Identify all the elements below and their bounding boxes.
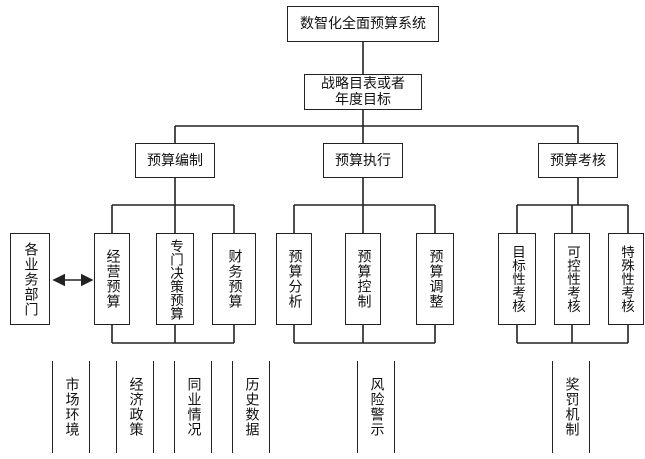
item-operating-budget: 经营预算 bbox=[94, 233, 130, 325]
item-budget-adjustment: 预算调整 bbox=[416, 233, 454, 325]
category-compile: 预算编制 bbox=[135, 143, 215, 178]
item-financial-budget: 财务预算 bbox=[212, 233, 256, 325]
input-peer-situation: 同业情况 bbox=[174, 361, 212, 453]
item-special-decision-budget: 专门决策预算 bbox=[156, 233, 194, 325]
item-special-assessment: 特殊性考核 bbox=[608, 233, 644, 325]
category-execute: 预算执行 bbox=[323, 143, 403, 178]
input-market-environment: 市场环境 bbox=[52, 361, 90, 453]
item-controllable-assessment: 可控性考核 bbox=[554, 233, 590, 325]
input-economic-policy: 经济政策 bbox=[116, 361, 154, 453]
item-objective-assessment: 目标性考核 bbox=[498, 233, 536, 325]
input-risk-warning: 风险警示 bbox=[357, 361, 395, 453]
input-reward-penalty: 奖罚机制 bbox=[552, 361, 590, 453]
root-box: 数智化全面预算系统 bbox=[287, 6, 439, 42]
department-box: 各业务部门 bbox=[10, 233, 50, 325]
goal-box: 战略目表或者 年度目标 bbox=[304, 74, 422, 110]
item-budget-control: 预算控制 bbox=[345, 233, 381, 325]
input-historical-data: 历史数据 bbox=[232, 361, 270, 453]
category-assess: 预算考核 bbox=[538, 143, 618, 178]
item-budget-analysis: 预算分析 bbox=[276, 233, 312, 325]
